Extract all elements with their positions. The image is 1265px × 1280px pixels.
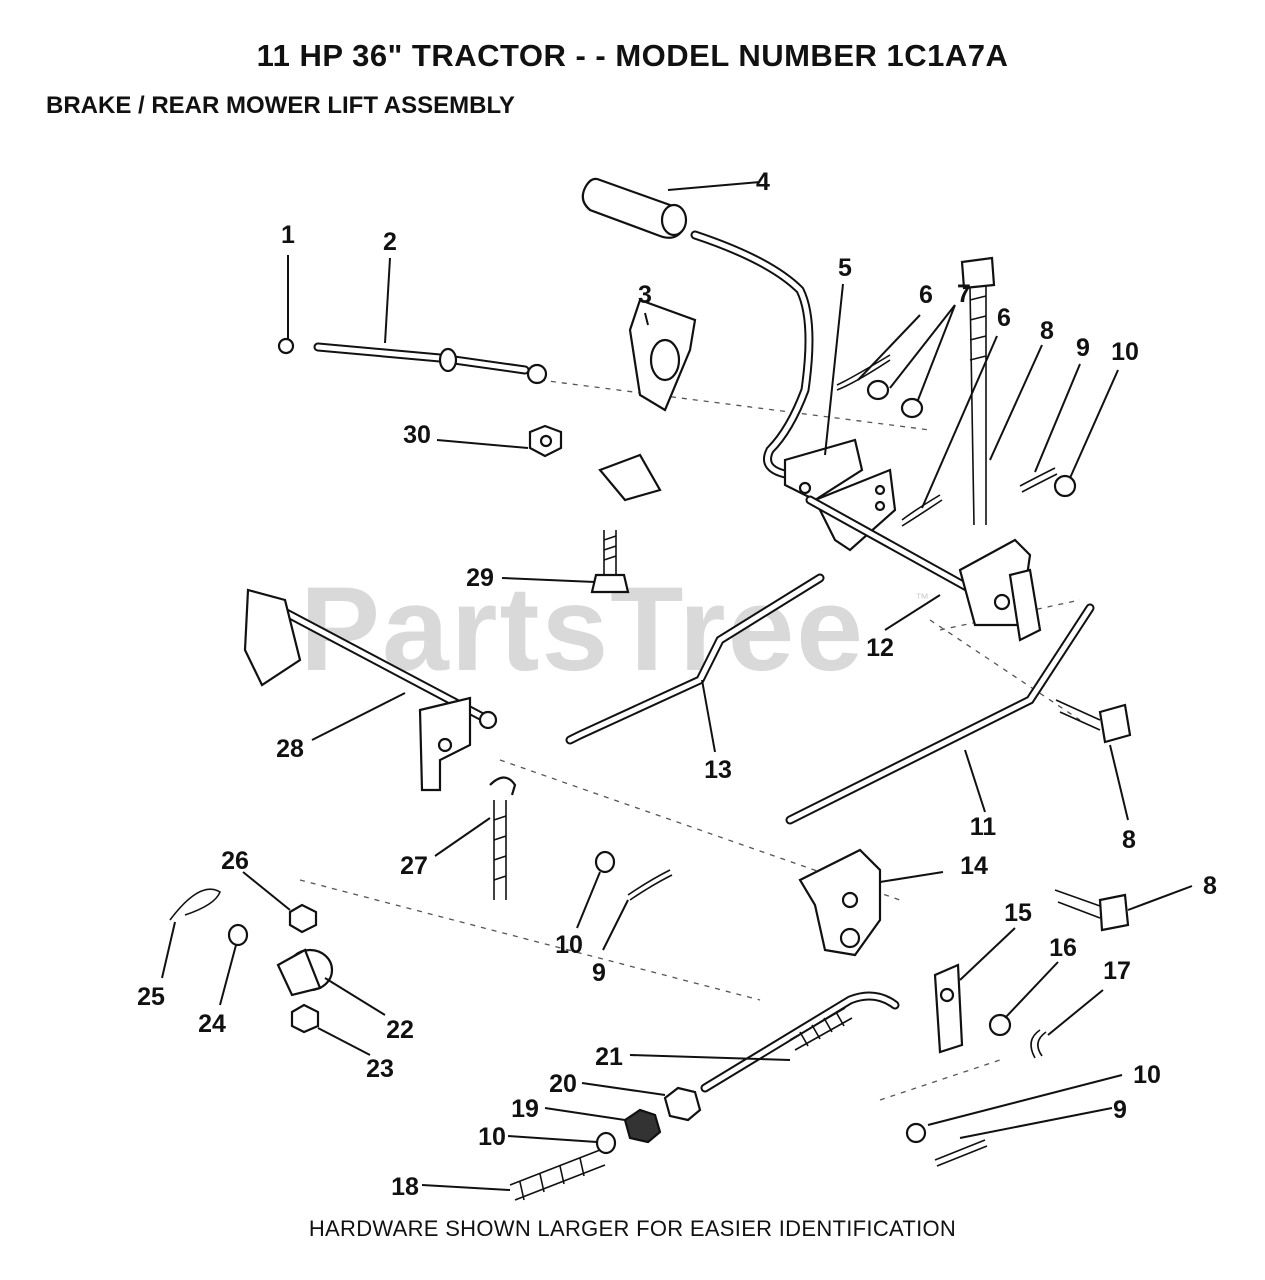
callout-8: 8	[1203, 872, 1217, 900]
callout-9: 9	[592, 959, 606, 987]
callout-2: 2	[383, 228, 397, 256]
callout-8: 8	[1122, 826, 1136, 854]
part-bolt-8-upper	[960, 256, 996, 526]
part-grip	[581, 177, 688, 239]
part-eyebolt	[489, 776, 517, 900]
part-bracket-14	[798, 848, 882, 957]
callout-10: 10	[1133, 1061, 1161, 1089]
callout-21: 21	[595, 1043, 623, 1071]
part-brake-rod	[313, 342, 548, 385]
callout-23: 23	[366, 1055, 394, 1083]
part-bolt-8-middle	[1055, 699, 1132, 744]
part-link-rod	[565, 573, 825, 745]
part-hardware-15-17	[933, 963, 1047, 1059]
callout-6: 6	[919, 281, 933, 309]
callout-7: 7	[957, 280, 971, 308]
callout-1: 1	[281, 221, 295, 249]
callout-10: 10	[555, 931, 583, 959]
footer-note: HARDWARE SHOWN LARGER FOR EASIER IDENTIF…	[308, 1216, 957, 1241]
callout-3: 3	[638, 281, 652, 309]
callout-14: 14	[960, 852, 988, 880]
part-brake-rod-21	[700, 991, 900, 1093]
callout-20: 20	[549, 1070, 577, 1098]
callout-12: 12	[866, 634, 894, 662]
part-hardware-upper-right	[836, 354, 1077, 527]
callout-8: 8	[1040, 317, 1054, 345]
callout-30: 30	[403, 421, 431, 449]
callout-11: 11	[970, 813, 997, 841]
callout-10: 10	[1111, 338, 1139, 366]
callout-15: 15	[1004, 899, 1032, 927]
leader-lines	[161, 181, 1193, 1191]
callout-13: 13	[704, 756, 732, 784]
part-small-nut	[277, 337, 295, 355]
callout-10: 10	[478, 1123, 506, 1151]
callout-4: 4	[756, 168, 770, 196]
part-hex-nut	[528, 424, 563, 458]
callout-9: 9	[1113, 1096, 1127, 1124]
alignment-lines	[299, 379, 1081, 1101]
callout-25: 25	[137, 983, 165, 1011]
callout-5: 5	[838, 254, 852, 282]
callout-24: 24	[198, 1010, 226, 1038]
callout-28: 28	[276, 735, 304, 763]
part-lift-lever	[690, 230, 897, 552]
callout-6: 6	[997, 304, 1011, 332]
callout-17: 17	[1103, 957, 1131, 985]
callout-19: 19	[511, 1095, 539, 1123]
callout-26: 26	[221, 847, 249, 875]
callout-9: 9	[1076, 334, 1090, 362]
callout-22: 22	[386, 1016, 414, 1044]
part-bolt-29	[590, 530, 630, 594]
part-hardware-lower-left	[169, 888, 334, 1034]
part-hardware-lower	[509, 1086, 988, 1201]
part-hardware-middle	[594, 850, 673, 901]
part-lift-shaft	[805, 495, 1042, 642]
part-long-rod	[785, 603, 1095, 825]
callout-16: 16	[1049, 934, 1077, 962]
trademark-mark: ™	[915, 590, 929, 606]
assembly-subtitle: BRAKE / REAR MOWER LIFT ASSEMBLY	[46, 92, 515, 119]
callout-27: 27	[400, 852, 428, 880]
part-rockshaft	[243, 588, 498, 792]
callout-29: 29	[466, 564, 494, 592]
part-bracket	[598, 298, 697, 502]
page-title: 11 HP 36" TRACTOR - - MODEL NUMBER 1C1A7…	[256, 38, 1009, 73]
callout-18: 18	[391, 1173, 419, 1201]
part-bolt-8-lower	[1054, 889, 1130, 932]
